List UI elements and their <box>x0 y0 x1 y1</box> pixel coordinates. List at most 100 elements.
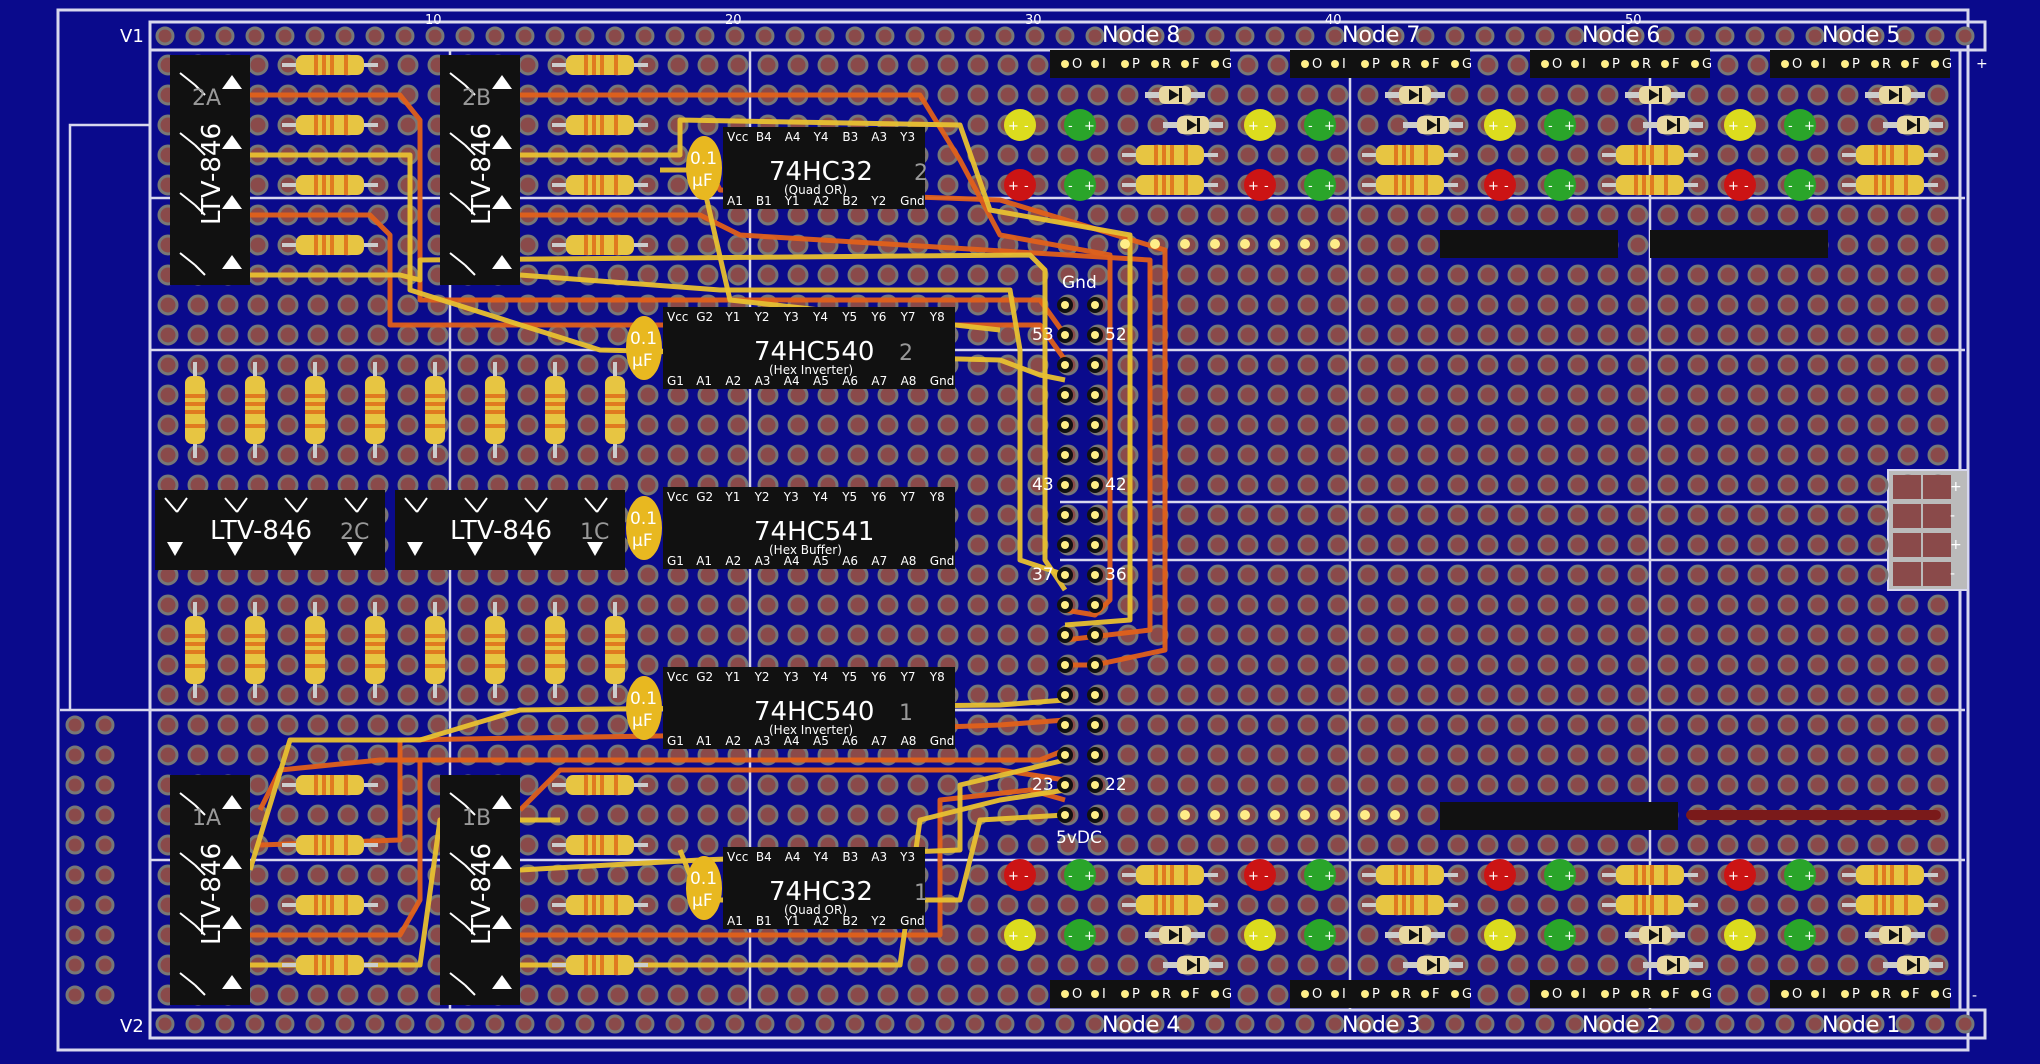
pad <box>1357 234 1379 256</box>
pad <box>1477 534 1499 556</box>
rail-top-pad <box>1445 26 1465 46</box>
pad <box>277 654 299 676</box>
pad <box>277 624 299 646</box>
pad <box>1537 504 1559 526</box>
chip-pin-label: Y1 <box>724 670 740 684</box>
pad <box>1927 924 1949 946</box>
pad <box>667 984 689 1006</box>
rail-top-pad <box>1805 26 1825 46</box>
pad <box>1897 384 1919 406</box>
chip-pin-label: Vcc <box>667 670 688 684</box>
pad <box>1567 714 1589 736</box>
resistor-band <box>185 642 205 646</box>
transistor-icon <box>524 497 538 513</box>
led-green <box>1784 859 1816 891</box>
rail-bottom-pad <box>1505 1014 1525 1034</box>
pad <box>1357 744 1379 766</box>
pad <box>1567 324 1589 346</box>
pad <box>1267 894 1289 916</box>
pad <box>1837 114 1859 136</box>
pad <box>1837 204 1859 226</box>
header-pin-core <box>1091 691 1099 699</box>
rail-top-pad <box>1835 26 1855 46</box>
header-pin-core <box>1180 239 1190 249</box>
pad <box>1507 354 1529 376</box>
node-header-pin <box>1631 60 1639 68</box>
pad <box>1747 294 1769 316</box>
pad <box>1717 624 1739 646</box>
chip-pin-label: G2 <box>696 310 713 324</box>
pad <box>277 804 299 826</box>
pad <box>907 414 929 436</box>
node-resistor-band <box>1184 145 1188 165</box>
node-pin-label: P <box>1612 987 1620 1002</box>
node-resistor-band <box>1904 865 1908 885</box>
pad <box>1417 834 1439 856</box>
resistor-band <box>584 895 588 915</box>
chip-pin-label: G2 <box>696 670 713 684</box>
pad <box>1327 84 1349 106</box>
pad <box>1687 444 1709 466</box>
pad <box>1867 234 1889 256</box>
pad <box>367 684 389 706</box>
pad <box>277 414 299 436</box>
pad <box>217 324 239 346</box>
pad <box>637 654 659 676</box>
wire-strip <box>1686 810 1941 820</box>
pad <box>1507 204 1529 226</box>
chip-pin-label: Vcc <box>667 490 688 504</box>
rail-top-pad <box>635 26 655 46</box>
rail-bottom-pad <box>785 1014 805 1034</box>
pad <box>1117 714 1139 736</box>
pad <box>1837 564 1859 586</box>
pad <box>1597 384 1619 406</box>
pad <box>1237 624 1259 646</box>
node-pin-label: G <box>1942 987 1952 1002</box>
pad <box>1387 264 1409 286</box>
pad <box>1477 324 1499 346</box>
pad <box>277 714 299 736</box>
led-sign-label: - <box>1308 869 1313 884</box>
pad <box>787 594 809 616</box>
node-resistor-band <box>1890 865 1894 885</box>
pad <box>1777 504 1799 526</box>
rail-bottom-pad <box>1145 1014 1165 1034</box>
pad <box>1447 414 1469 436</box>
node-resistor-band <box>1882 175 1886 195</box>
resistor-band <box>425 424 445 428</box>
pad <box>157 324 179 346</box>
pad <box>847 984 869 1006</box>
pad <box>427 444 449 466</box>
pad <box>727 624 749 646</box>
pad <box>937 774 959 796</box>
pad <box>247 984 269 1006</box>
chip-pin-label: Gnd <box>900 194 925 208</box>
pad <box>1357 84 1379 106</box>
pad <box>1177 624 1199 646</box>
header-pin-core <box>1091 751 1099 759</box>
pad <box>967 504 989 526</box>
pad <box>1807 594 1829 616</box>
pad <box>1267 684 1289 706</box>
pad <box>607 714 629 736</box>
pad <box>1297 474 1319 496</box>
rail-bottom-pad <box>245 1014 265 1034</box>
header-pin-core <box>1061 421 1069 429</box>
pad <box>1717 264 1739 286</box>
transistor-icon <box>464 144 476 156</box>
header-pin-core <box>1091 511 1099 519</box>
header-pin-core <box>1091 661 1099 669</box>
pin-header-strip <box>1440 230 1618 258</box>
chip-pin-label: B3 <box>842 850 858 864</box>
pad <box>667 834 689 856</box>
pad <box>1177 354 1199 376</box>
node-resistor-band <box>1642 865 1646 885</box>
pad <box>667 234 689 256</box>
node-header-pin <box>1211 990 1219 998</box>
pad <box>1507 834 1529 856</box>
pad <box>1387 834 1409 856</box>
rail-bottom-pad <box>1025 1014 1045 1034</box>
node-resistor-band <box>1410 895 1414 915</box>
pad <box>277 864 299 886</box>
